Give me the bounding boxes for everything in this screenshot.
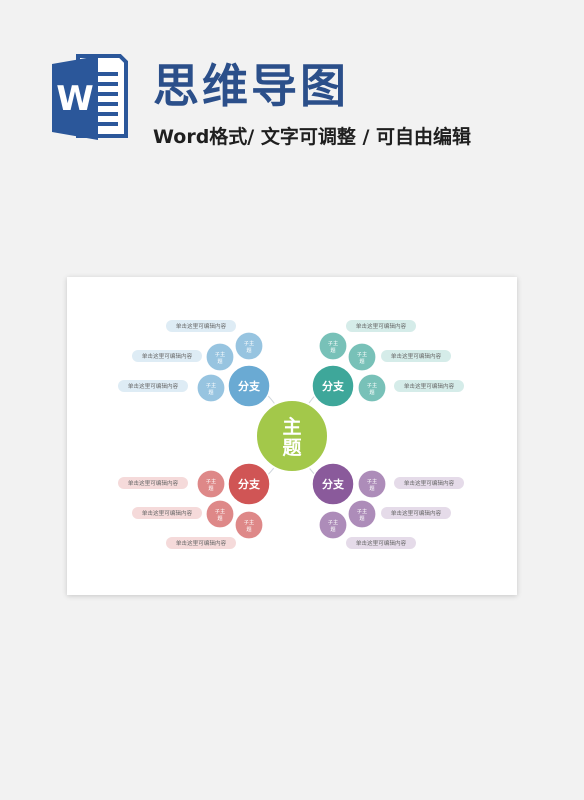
note-pill[interactable]: 单击这里可编辑内容 bbox=[118, 380, 188, 392]
note-pill[interactable]: 单击这里可编辑内容 bbox=[394, 477, 464, 489]
note-text[interactable]: 单击这里可编辑内容 bbox=[128, 382, 179, 390]
note-pill[interactable]: 单击这里可编辑内容 bbox=[381, 350, 451, 362]
branch-circle bbox=[227, 462, 271, 506]
page-subtitle: Word格式/ 文字可调整 / 可自由编辑 bbox=[153, 126, 472, 148]
subtopic-node[interactable]: 子主题 bbox=[196, 469, 226, 499]
page-header: W 思维导图 Word格式/ 文字可调整 / 可自由编辑 bbox=[0, 0, 584, 200]
subtopic-circle bbox=[234, 510, 264, 540]
note-pill-bg bbox=[166, 537, 236, 549]
branch-label[interactable]: 分支 bbox=[238, 379, 261, 393]
branch-node[interactable]: 分支 bbox=[227, 364, 271, 408]
center-topic[interactable]: 主题 bbox=[255, 399, 329, 473]
note-pill[interactable]: 单击这里可编辑内容 bbox=[132, 350, 202, 362]
subtopic-circle bbox=[205, 342, 235, 372]
note-pill[interactable]: 单击这里可编辑内容 bbox=[166, 320, 236, 332]
note-pill[interactable]: 单击这里可编辑内容 bbox=[381, 507, 451, 519]
subtopic-label[interactable]: 子主题 bbox=[244, 518, 254, 533]
subtopic-label[interactable]: 子主题 bbox=[357, 350, 367, 365]
subtopic-label[interactable]: 子主题 bbox=[215, 507, 225, 522]
note-pill-bg bbox=[118, 380, 188, 392]
branch-circle bbox=[311, 462, 355, 506]
branch-blue: 单击这里可编辑内容单击这里可编辑内容单击这里可编辑内容子主题子主题子主题分支 bbox=[118, 320, 271, 408]
mindmap: 单击这里可编辑内容单击这里可编辑内容单击这里可编辑内容子主题子主题子主题分支单击… bbox=[118, 320, 464, 549]
note-text[interactable]: 单击这里可编辑内容 bbox=[142, 352, 193, 360]
branch-label[interactable]: 分支 bbox=[238, 477, 261, 491]
subtopic-node[interactable]: 子主题 bbox=[357, 373, 387, 403]
note-pill-bg bbox=[381, 350, 451, 362]
note-pill[interactable]: 单击这里可编辑内容 bbox=[346, 320, 416, 332]
note-pill-bg bbox=[132, 507, 202, 519]
subtopic-label[interactable]: 子主题 bbox=[367, 477, 377, 492]
note-text[interactable]: 单击这里可编辑内容 bbox=[176, 322, 227, 330]
branch-label[interactable]: 分支 bbox=[322, 379, 345, 393]
subtopic-label[interactable]: 子主题 bbox=[215, 350, 225, 365]
note-pill-bg bbox=[394, 477, 464, 489]
note-text[interactable]: 单击这里可编辑内容 bbox=[404, 382, 455, 390]
note-text[interactable]: 单击这里可编辑内容 bbox=[404, 479, 455, 487]
subtopic-node[interactable]: 子主题 bbox=[347, 342, 377, 372]
subtopic-circle bbox=[347, 342, 377, 372]
word-document-icon: W bbox=[52, 54, 128, 140]
note-pill-bg bbox=[346, 320, 416, 332]
subtopic-label[interactable]: 子主题 bbox=[357, 507, 367, 522]
note-pill-bg bbox=[381, 507, 451, 519]
subtopic-node[interactable]: 子主题 bbox=[347, 499, 377, 529]
subtopic-circle bbox=[347, 499, 377, 529]
note-text[interactable]: 单击这里可编辑内容 bbox=[391, 352, 442, 360]
subtopic-circle bbox=[234, 331, 264, 361]
subtopic-circle bbox=[357, 373, 387, 403]
branch-circle bbox=[311, 364, 355, 408]
subtopic-node[interactable]: 子主题 bbox=[234, 331, 264, 361]
mindmap-card: 单击这里可编辑内容单击这里可编辑内容单击这里可编辑内容子主题子主题子主题分支单击… bbox=[67, 277, 517, 595]
note-text[interactable]: 单击这里可编辑内容 bbox=[391, 509, 442, 517]
subtopic-circle bbox=[196, 469, 226, 499]
note-text[interactable]: 单击这里可编辑内容 bbox=[128, 479, 179, 487]
subtopic-circle bbox=[205, 499, 235, 529]
subtopic-node[interactable]: 子主题 bbox=[357, 469, 387, 499]
note-text[interactable]: 单击这里可编辑内容 bbox=[176, 539, 227, 547]
subtopic-label[interactable]: 子主题 bbox=[328, 518, 338, 533]
note-pill[interactable]: 单击这里可编辑内容 bbox=[394, 380, 464, 392]
subtopic-label[interactable]: 子主题 bbox=[206, 381, 216, 396]
subtopic-circle bbox=[318, 510, 348, 540]
page-title: 思维导图 bbox=[153, 59, 349, 113]
branch-circle bbox=[227, 364, 271, 408]
note-text[interactable]: 单击这里可编辑内容 bbox=[142, 509, 193, 517]
note-pill[interactable]: 单击这里可编辑内容 bbox=[132, 507, 202, 519]
subtopic-circle bbox=[318, 331, 348, 361]
logo-letter: W bbox=[56, 79, 94, 119]
subtopic-node[interactable]: 子主题 bbox=[196, 373, 226, 403]
subtopic-node[interactable]: 子主题 bbox=[205, 499, 235, 529]
note-pill-bg bbox=[118, 477, 188, 489]
subtopic-label[interactable]: 子主题 bbox=[328, 339, 338, 354]
subtopic-node[interactable]: 子主题 bbox=[318, 331, 348, 361]
note-text[interactable]: 单击这里可编辑内容 bbox=[356, 539, 407, 547]
note-pill-bg bbox=[166, 320, 236, 332]
subtopic-circle bbox=[196, 373, 226, 403]
branch-node[interactable]: 分支 bbox=[311, 364, 355, 408]
center-circle bbox=[255, 399, 329, 473]
subtopic-circle bbox=[357, 469, 387, 499]
note-pill-bg bbox=[346, 537, 416, 549]
subtopic-label[interactable]: 子主题 bbox=[367, 381, 377, 396]
note-pill[interactable]: 单击这里可编辑内容 bbox=[118, 477, 188, 489]
branch-label[interactable]: 分支 bbox=[322, 477, 345, 491]
note-pill-bg bbox=[394, 380, 464, 392]
note-pill[interactable]: 单击这里可编辑内容 bbox=[346, 537, 416, 549]
note-pill-bg bbox=[132, 350, 202, 362]
note-pill[interactable]: 单击这里可编辑内容 bbox=[166, 537, 236, 549]
subtopic-node[interactable]: 子主题 bbox=[205, 342, 235, 372]
subtopic-node[interactable]: 子主题 bbox=[318, 510, 348, 540]
note-text[interactable]: 单击这里可编辑内容 bbox=[356, 322, 407, 330]
branch-node[interactable]: 分支 bbox=[227, 462, 271, 506]
branch-node[interactable]: 分支 bbox=[311, 462, 355, 506]
subtopic-label[interactable]: 子主题 bbox=[244, 339, 254, 354]
center-label[interactable]: 主题 bbox=[282, 416, 301, 459]
subtopic-label[interactable]: 子主题 bbox=[206, 477, 216, 492]
subtopic-node[interactable]: 子主题 bbox=[234, 510, 264, 540]
